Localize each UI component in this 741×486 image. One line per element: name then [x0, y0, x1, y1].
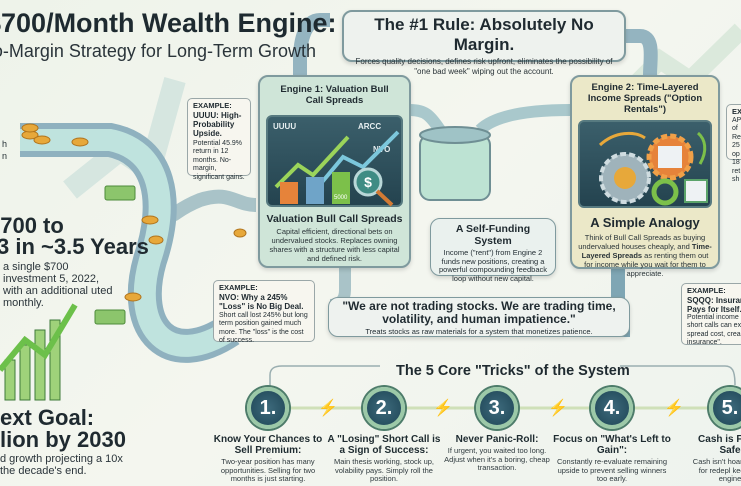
trick-number-badge: 4.: [591, 387, 633, 429]
page-subtitle-text: A No-Margin Strategy for Long-Term Growt…: [0, 41, 316, 61]
chart-arrows-icon: $: [274, 130, 400, 207]
trick-title: Cash is F Not Safe: [698, 434, 741, 456]
quote-box: "We are not trading stocks. We are tradi…: [328, 297, 630, 337]
analogy-desc: Think of Bull Call Spreads as buying und…: [577, 233, 713, 278]
trick-title: Know Your Chances to Sell Premium:: [213, 434, 323, 456]
analogy-desc-bold: Time-Layered Spreads: [581, 242, 712, 260]
page-title: $700/Month Wealth Engine:: [0, 8, 337, 38]
lightning-icon: ⚡: [548, 400, 568, 417]
side-label-2: n: [2, 151, 8, 161]
trick-item: Never Panic-Roll:If urgent, you waited t…: [437, 434, 557, 473]
engine2-illustration: [578, 120, 712, 208]
analogy-title: A Simple Analogy: [590, 215, 700, 230]
engine2-card: Engine 2: Time-Layered Income Spreads ("…: [570, 75, 720, 278]
trick-number-badge: 3.: [476, 387, 518, 429]
example-desc: Potential 45.9% return in 12 months. No-…: [193, 139, 245, 181]
goal-title-2: lion by 2030: [0, 427, 126, 452]
trick-item: A "Losing" Short Call is a Sign of Succe…: [324, 434, 444, 484]
self-funding-title: A Self-Funding System: [455, 223, 531, 247]
trick-desc: If urgent, you waited too long. Adjust w…: [444, 446, 550, 472]
trick-title: Focus on "What's Left to Gain":: [553, 434, 671, 456]
example-title: SQQQ: Insuran Pays for Itself.: [687, 295, 741, 314]
lightning-icon: ⚡: [433, 400, 453, 417]
lightning-icon: ⚡: [664, 400, 684, 417]
example-label: EX: [732, 107, 741, 116]
growth-title-2: 3 in ~3.5 Years: [0, 234, 149, 259]
tricks-heading: The 5 Core "Tricks" of the System: [396, 363, 630, 379]
rule-desc: Forces quality decisions, defines risk u…: [355, 57, 613, 76]
trick-title: Never Panic-Roll:: [455, 434, 539, 445]
trick-desc: Cash isn't hoar staged for redepl keep t…: [692, 457, 741, 483]
self-funding-box: A Self-Funding System Income ("rent") fr…: [430, 218, 556, 282]
goal-desc: d growth projecting a 10x the decade's e…: [0, 453, 123, 477]
engine1-card: Engine 1: Valuation Bull Call Spreads UU…: [258, 75, 411, 268]
rule-title: The #1 Rule: Absolutely No Margin.: [374, 15, 594, 54]
trick-desc: Main thesis working, stock up, volabilit…: [333, 457, 435, 483]
trick-item: Know Your Chances to Sell Premium:Two-ye…: [208, 434, 328, 484]
engine2-title: Engine 2: Time-Layered Income Spreads ("…: [587, 82, 703, 115]
analogy-desc-2: as renting them out for income while you…: [584, 251, 709, 278]
trick-number-badge: 1.: [247, 387, 289, 429]
trick-desc: Constantly re-evaluate remaining upside …: [556, 457, 668, 483]
trick-number-badge: 5.: [709, 387, 741, 429]
example-right: EX AP of Re 25 op 18 ret sh: [726, 104, 741, 183]
example-title: NVO: Why a 245% "Loss" is No Big Deal.: [219, 292, 304, 311]
example-label: EXAMPLE:: [687, 286, 726, 295]
example-title: UUUU: High-Probability Upside.: [193, 110, 242, 138]
page-subtitle: A No-Margin Strategy for Long-Term Growt…: [0, 41, 316, 63]
svg-text:$: $: [364, 174, 372, 190]
trick-item: Focus on "What's Left to Gain":Constantl…: [552, 434, 672, 484]
example-desc: AP of Re 25 op 18 ret sh: [732, 116, 741, 184]
engine1-desc: Capital efficient, directional bets on u…: [269, 227, 400, 263]
engine1-subtitle: Valuation Bull Call Spreads: [266, 213, 403, 225]
quote-desc: Treats stocks as raw materials for a sys…: [365, 327, 593, 336]
gears-calendar-icon: [598, 131, 708, 206]
example-nvo: EXAMPLE: NVO: Why a 245% "Loss" is No Bi…: [213, 280, 315, 344]
example-sqqq: EXAMPLE: SQQQ: Insuran Pays for Itself. …: [681, 283, 741, 345]
trick-number-badge: 2.: [363, 387, 405, 429]
growth-title-1: $700 to: [0, 213, 64, 238]
self-funding-desc: Income ("rent") from Engine 2 funds new …: [439, 248, 547, 283]
example-uuuu: EXAMPLE: UUUU: High-Probability Upside. …: [187, 98, 251, 181]
engine1-illustration: UUUU ARCC NVO $ 5000: [266, 115, 403, 207]
analogy-desc-1: Think of Bull Call Spreads as buying und…: [578, 233, 706, 251]
example-label: EXAMPLE:: [219, 283, 258, 292]
ticker-label: UUUU: [273, 122, 297, 131]
trick-title: A "Losing" Short Call is a Sign of Succe…: [327, 434, 441, 456]
engine1-title: Engine 1: Valuation Bull Call Spreads: [280, 84, 389, 106]
sign-label: 5000: [334, 195, 348, 201]
example-desc: Potential income short calls can ex spre…: [687, 313, 741, 345]
ticker-label: ARCC: [358, 122, 382, 131]
example-desc: Short call lost 245% but long term posit…: [219, 311, 308, 345]
side-label-1: h: [2, 139, 8, 149]
trick-desc: Two-year position has many opportunities…: [220, 457, 316, 483]
example-label: EXAMPLE:: [193, 101, 232, 110]
quote-text: "We are not trading stocks. We are tradi…: [342, 299, 616, 326]
goal-title-1: ext Goal:: [0, 405, 95, 430]
rule-box: The #1 Rule: Absolutely No Margin. Force…: [342, 10, 626, 76]
lightning-icon: ⚡: [318, 400, 338, 417]
growth-desc: a single $700 investment 5, 2022, with a…: [3, 261, 113, 309]
